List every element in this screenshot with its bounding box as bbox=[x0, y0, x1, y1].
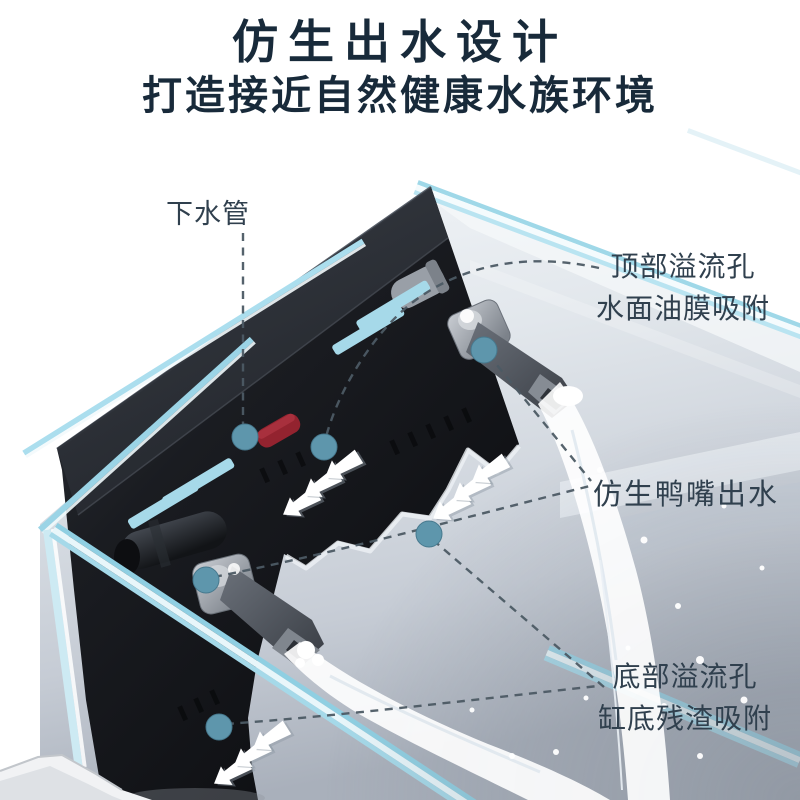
glass-reflection bbox=[470, 260, 800, 398]
flow-arrow-icon bbox=[253, 720, 295, 752]
glass-rim-left-outer bbox=[22, 238, 367, 458]
glass-rim-right bbox=[413, 180, 800, 340]
callout-line-duckbill-upper bbox=[487, 353, 592, 482]
callout-dot bbox=[470, 336, 498, 364]
page-title: 仿生出水设计 bbox=[232, 16, 568, 68]
flow-arrow-icon bbox=[325, 449, 367, 481]
callout-dot bbox=[205, 713, 233, 741]
callout-dots bbox=[192, 336, 498, 741]
tank-base-trim bbox=[0, 753, 265, 800]
down-pipe bbox=[121, 511, 227, 569]
callout-line-bottom-overflow-b bbox=[225, 684, 599, 726]
corner-shade bbox=[300, 380, 800, 800]
label-bottom-overflow-line2: 缸底残渣吸附 bbox=[597, 703, 772, 734]
water-droplets bbox=[469, 467, 765, 759]
waterline-highlight bbox=[426, 196, 800, 372]
flow-arrow-icon bbox=[472, 453, 514, 485]
glass-rim-left-inner bbox=[37, 336, 256, 535]
title-block: 仿生出水设计 打造接近自然健康水族环境 bbox=[0, 14, 800, 120]
label-top-overflow: 顶部溢流孔 水面油膜吸附 bbox=[592, 246, 774, 330]
top-overflow-slots bbox=[127, 280, 431, 529]
callout-dot bbox=[310, 433, 338, 461]
callout-dot bbox=[192, 566, 220, 594]
page-subtitle: 打造接近自然健康水族环境 bbox=[142, 74, 658, 118]
callout-line-duckbill-lower bbox=[213, 484, 591, 579]
valve-handle bbox=[257, 413, 301, 448]
glass-rim-far bbox=[686, 128, 800, 183]
water-stream-lower bbox=[284, 641, 610, 800]
label-down-pipe: 下水管 bbox=[166, 199, 250, 229]
label-top-overflow-line1: 顶部溢流孔 bbox=[610, 251, 756, 282]
label-bottom-overflow-line1: 底部溢流孔 bbox=[612, 661, 758, 692]
label-top-overflow-line2: 水面油膜吸附 bbox=[595, 293, 770, 324]
label-bottom-overflow: 底部溢流孔 缸底残渣吸附 bbox=[592, 656, 778, 740]
callout-dot bbox=[415, 520, 443, 548]
callout-line-top-overflow bbox=[324, 260, 600, 438]
water-stream-upper bbox=[538, 382, 670, 800]
box-front-face bbox=[57, 187, 519, 800]
label-duckbill-outlet: 仿生鸭嘴出水 bbox=[593, 479, 780, 511]
flow-arrows bbox=[214, 449, 514, 787]
callout-dot bbox=[231, 423, 259, 451]
glass-corner-edge bbox=[43, 528, 87, 769]
box-ridge-edge bbox=[77, 237, 449, 516]
